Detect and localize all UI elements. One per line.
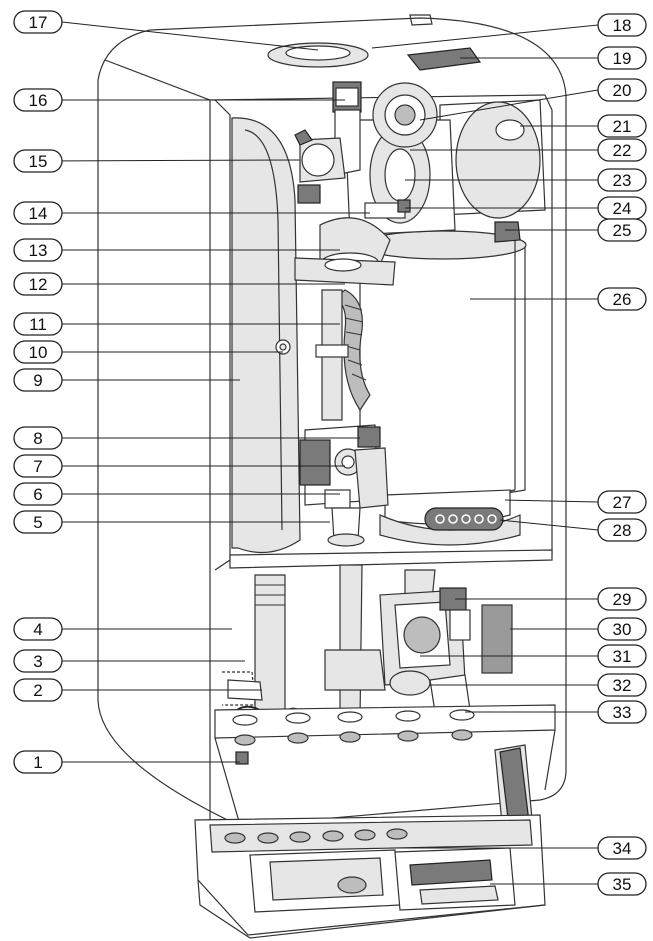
callout-16: 16 xyxy=(13,88,63,112)
callout-17: 17 xyxy=(13,10,63,34)
callouts-right: 18 19 20 21 22 23 24 25 26 27 28 29 30 3… xyxy=(597,13,647,896)
svg-text:11: 11 xyxy=(29,315,47,334)
callout-3: 3 xyxy=(13,649,63,673)
callout-2: 2 xyxy=(13,678,63,702)
inner-frame xyxy=(214,94,553,571)
svg-text:24: 24 xyxy=(613,199,632,218)
callout-21: 21 xyxy=(597,114,647,138)
callout-34: 34 xyxy=(597,836,647,860)
callout-25: 25 xyxy=(597,218,647,242)
callout-12: 12 xyxy=(13,272,63,296)
svg-text:23: 23 xyxy=(613,171,632,190)
svg-text:20: 20 xyxy=(613,81,632,100)
svg-text:5: 5 xyxy=(33,513,42,532)
top-label-plate xyxy=(406,47,482,71)
burner-pipe xyxy=(294,217,396,286)
callout-14: 14 xyxy=(13,201,63,225)
callout-30: 30 xyxy=(597,617,647,641)
callout-6: 6 xyxy=(13,482,63,506)
svg-text:33: 33 xyxy=(613,703,632,722)
svg-text:2: 2 xyxy=(33,681,42,700)
info-label xyxy=(481,604,513,674)
svg-text:12: 12 xyxy=(29,275,48,294)
callout-13: 13 xyxy=(13,238,63,262)
callout-31: 31 xyxy=(597,644,647,668)
callout-18: 18 xyxy=(597,13,647,37)
central-pipe xyxy=(315,289,349,421)
svg-text:27: 27 xyxy=(613,493,632,512)
callout-11: 11 xyxy=(13,312,63,336)
svg-text:18: 18 xyxy=(613,16,632,35)
callout-28: 28 xyxy=(597,518,647,542)
heat-exchanger-base xyxy=(379,489,521,546)
svg-text:28: 28 xyxy=(613,521,632,540)
svg-text:4: 4 xyxy=(33,620,42,639)
heat-exchanger xyxy=(359,230,527,500)
gas-inlet xyxy=(327,507,365,547)
callout-7: 7 xyxy=(13,454,63,478)
svg-text:3: 3 xyxy=(33,652,42,671)
flue-outlet xyxy=(267,42,369,68)
svg-text:9: 9 xyxy=(33,371,42,390)
svg-text:35: 35 xyxy=(613,875,632,894)
pressure-switch xyxy=(294,129,346,204)
callout-33: 33 xyxy=(597,700,647,724)
svg-text:29: 29 xyxy=(613,590,632,609)
svg-text:17: 17 xyxy=(29,13,48,32)
callout-4: 4 xyxy=(13,617,63,641)
svg-text:31: 31 xyxy=(613,647,632,666)
callout-35: 35 xyxy=(597,872,647,896)
svg-text:19: 19 xyxy=(613,49,632,68)
callout-8: 8 xyxy=(13,426,63,450)
svg-text:6: 6 xyxy=(33,485,42,504)
svg-text:1: 1 xyxy=(33,753,42,772)
callout-22: 22 xyxy=(597,138,647,162)
callouts-left: 17 16 15 14 13 12 11 10 9 8 7 6 5 4 3 2 … xyxy=(13,10,63,774)
svg-text:25: 25 xyxy=(613,221,632,240)
callout-23: 23 xyxy=(597,168,647,192)
callout-19: 19 xyxy=(597,46,647,70)
control-panel xyxy=(194,814,546,939)
pressure-valve xyxy=(275,339,291,355)
svg-text:15: 15 xyxy=(29,152,48,171)
svg-text:32: 32 xyxy=(613,676,632,695)
fan-motor xyxy=(372,82,438,148)
svg-text:21: 21 xyxy=(613,117,632,136)
svg-text:7: 7 xyxy=(33,457,42,476)
callout-32: 32 xyxy=(597,673,647,697)
svg-text:22: 22 xyxy=(613,141,632,160)
fan-housing xyxy=(439,99,546,219)
circulation-pump xyxy=(379,589,466,686)
svg-text:30: 30 xyxy=(613,620,632,639)
callout-15: 15 xyxy=(13,149,63,173)
svg-text:26: 26 xyxy=(613,290,632,309)
temperature-sensor xyxy=(364,199,411,219)
leader-lines xyxy=(45,21,599,885)
callout-24: 24 xyxy=(597,196,647,220)
svg-text:14: 14 xyxy=(29,204,48,223)
flow-sensor xyxy=(494,221,521,243)
callout-10: 10 xyxy=(13,340,63,364)
svg-text:10: 10 xyxy=(29,343,48,362)
svg-text:13: 13 xyxy=(29,241,48,260)
callout-1: 1 xyxy=(13,750,63,774)
connection-rail xyxy=(214,704,556,826)
gas-valve xyxy=(299,424,389,509)
callout-20: 20 xyxy=(597,78,647,102)
callout-5: 5 xyxy=(13,510,63,534)
callout-26: 26 xyxy=(597,287,647,311)
callout-9: 9 xyxy=(13,368,63,392)
callout-29: 29 xyxy=(597,587,647,611)
svg-text:16: 16 xyxy=(29,91,48,110)
svg-text:34: 34 xyxy=(613,839,632,858)
corrugated-hose xyxy=(333,289,371,412)
callout-27: 27 xyxy=(597,490,647,514)
expansion-vessel xyxy=(231,117,301,554)
svg-text:8: 8 xyxy=(33,429,42,448)
